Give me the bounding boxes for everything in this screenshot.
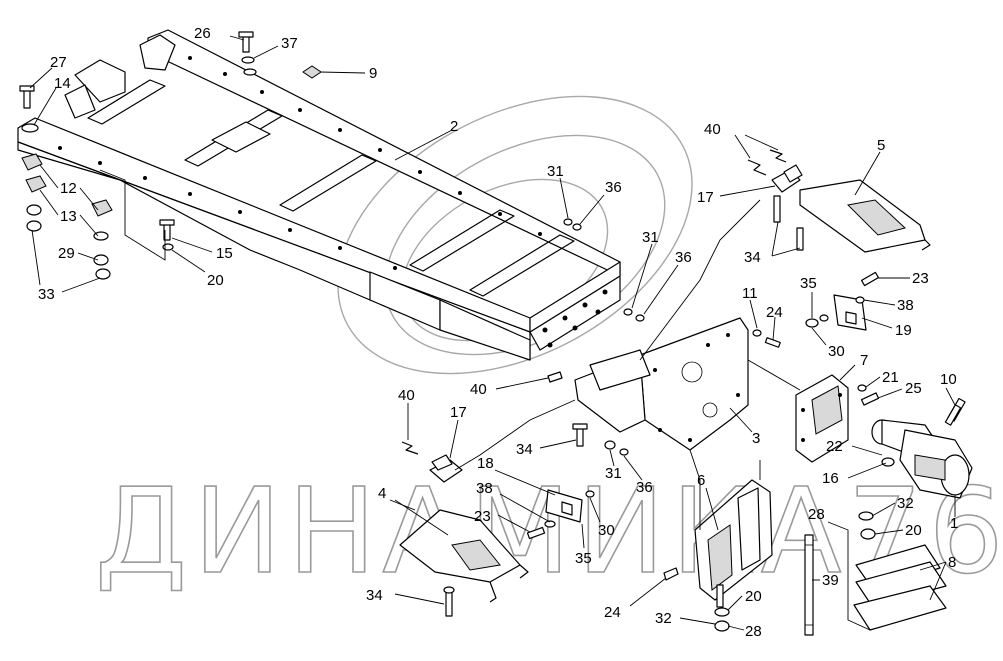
callout-31-mid: 31 xyxy=(642,229,659,246)
callout-23-lower: 23 xyxy=(474,508,491,525)
spacer-plates xyxy=(853,511,947,631)
callout-11: 11 xyxy=(742,285,758,302)
callout-36-upper: 36 xyxy=(605,179,622,196)
callout-20-lower: 20 xyxy=(745,588,762,605)
callout-31-lower: 31 xyxy=(605,465,622,482)
callout-13: 13 xyxy=(60,208,77,225)
callout-22: 22 xyxy=(826,438,843,455)
callout-labels: 2 26 37 9 27 14 12 13 29 33 15 20 31 36 … xyxy=(38,25,958,640)
callout-36-lower: 36 xyxy=(636,479,653,496)
hitch-mount-plate xyxy=(574,317,749,451)
callout-15: 15 xyxy=(216,245,233,262)
callout-34-lower: 34 xyxy=(366,587,383,604)
callout-2: 2 xyxy=(450,118,458,135)
callout-25: 25 xyxy=(905,380,922,397)
callout-40-lower: 40 xyxy=(398,387,415,404)
callout-16: 16 xyxy=(822,470,839,487)
callout-40-upper: 40 xyxy=(704,121,721,138)
callout-9: 9 xyxy=(369,65,377,82)
clamp-upper xyxy=(747,149,804,251)
callout-4: 4 xyxy=(378,485,386,502)
callout-28-right: 28 xyxy=(808,506,825,523)
callout-17-upper: 17 xyxy=(697,189,714,206)
threaded-rod xyxy=(804,534,814,636)
callout-24-upper: 24 xyxy=(766,304,783,321)
tow-coupling xyxy=(871,397,973,499)
callout-14: 14 xyxy=(54,75,71,92)
callout-20-right: 20 xyxy=(905,522,922,539)
bracket-19 xyxy=(805,271,880,331)
bracket-18 xyxy=(526,489,595,540)
callout-10: 10 xyxy=(940,371,957,388)
watermark-text: ДИНАМИКА76 xyxy=(95,462,1003,600)
callout-34-upper: 34 xyxy=(744,249,761,266)
coupling-mount-block xyxy=(795,374,849,463)
callout-38-lower: 38 xyxy=(476,480,493,497)
leader-lines xyxy=(29,35,956,631)
callout-21: 21 xyxy=(882,369,899,386)
callout-20-left: 20 xyxy=(207,272,224,289)
callout-32-right: 32 xyxy=(897,495,914,512)
callout-8: 8 xyxy=(948,554,956,571)
callout-29: 29 xyxy=(58,245,75,262)
lower-plate-assembly xyxy=(694,479,773,632)
clamp-lower xyxy=(401,441,463,483)
callout-19: 19 xyxy=(895,322,912,339)
callout-24-lower: 24 xyxy=(604,604,621,621)
callout-32-lower: 32 xyxy=(655,610,672,627)
callout-39: 39 xyxy=(822,572,839,589)
callout-30-upper: 30 xyxy=(828,343,845,360)
misc-fasteners xyxy=(547,218,962,581)
callout-31-upper: 31 xyxy=(547,163,564,180)
callout-35-upper: 35 xyxy=(800,275,817,292)
callout-28-lower: 28 xyxy=(745,623,762,640)
callout-27: 27 xyxy=(50,54,67,71)
callout-23-upper: 23 xyxy=(912,270,929,287)
callout-30-lower: 30 xyxy=(598,522,615,539)
callout-26: 26 xyxy=(194,25,211,42)
callout-35-lower: 35 xyxy=(575,550,592,567)
callout-40-mid: 40 xyxy=(470,381,487,398)
callout-1: 1 xyxy=(950,515,958,532)
bracket-upper-right xyxy=(799,179,931,253)
callout-37: 37 xyxy=(281,35,298,52)
chassis-frame xyxy=(17,29,621,361)
callout-5: 5 xyxy=(877,137,885,154)
callout-36-mid: 36 xyxy=(675,249,692,266)
callout-18: 18 xyxy=(477,455,494,472)
callout-7: 7 xyxy=(860,352,868,369)
callout-6: 6 xyxy=(697,472,705,489)
front-fastener-stack xyxy=(19,31,322,280)
watermark: ДИНАМИКА76 xyxy=(94,95,1003,601)
bracket-lower-left xyxy=(399,509,529,617)
callout-33: 33 xyxy=(38,286,55,303)
callout-3: 3 xyxy=(752,430,760,447)
callout-12: 12 xyxy=(60,180,77,197)
callout-17-lower: 17 xyxy=(450,404,467,421)
callout-34-mid: 34 xyxy=(516,441,533,458)
callout-38-upper: 38 xyxy=(897,297,914,314)
